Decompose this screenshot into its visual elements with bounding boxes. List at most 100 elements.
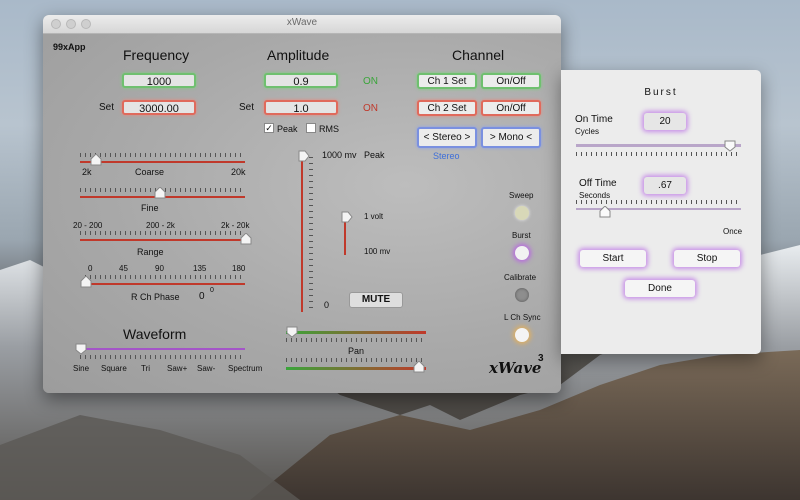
sweep-label: Sweep [509, 191, 534, 200]
title-bar[interactable]: xWave [43, 15, 561, 34]
range-ticks [80, 231, 245, 235]
on-time-slider-thumb[interactable] [724, 140, 736, 152]
range-slider-thumb[interactable] [240, 233, 252, 245]
waveform-heading: Waveform [123, 326, 187, 342]
on-time-field[interactable]: 20 [644, 113, 686, 130]
waveform-option-sawminus: Saw- [197, 364, 216, 373]
calibrate-indicator[interactable] [515, 288, 529, 302]
once-label: Once [723, 227, 743, 236]
range-label: Range [137, 247, 164, 257]
off-time-slider-thumb[interactable] [599, 206, 611, 218]
waveform-option-sawplus: Saw+ [167, 364, 188, 373]
off-time-label: Off Time [579, 178, 617, 189]
amplitude-ticks [309, 157, 313, 309]
xwave-logo: xWave [489, 359, 542, 377]
mountain-landscape [0, 245, 800, 500]
amplitude-value: 0.9 [264, 73, 338, 88]
phase-value: 0 [199, 291, 205, 302]
mono-button[interactable]: > Mono < [481, 127, 541, 148]
fine-label: Fine [141, 203, 159, 213]
frequency-set-field[interactable]: 3000.00 [122, 100, 196, 115]
pan-ticks-top [286, 338, 426, 342]
channel-heading: Channel [452, 47, 505, 63]
amplitude-fine-slider[interactable] [344, 217, 346, 255]
phase-label: R Ch Phase [131, 292, 180, 302]
on-time-ticks [576, 152, 741, 156]
ch1-onoff-button[interactable]: On/Off [481, 73, 541, 89]
coarse-min-label: 2k [82, 167, 92, 177]
amplitude-top-mode: Peak [364, 150, 385, 160]
pan-slider-bottom-thumb[interactable] [413, 361, 425, 373]
burst-window: Burst On Time Cycles 20 Off Time Seconds… [561, 70, 761, 354]
minimize-window-button[interactable] [66, 19, 76, 29]
channel-mode-label: Stereo [433, 151, 460, 161]
ch2-set-button[interactable]: Ch 2 Set [417, 100, 477, 116]
range-option-2: 200 - 2k [146, 221, 175, 230]
coarse-slider[interactable] [80, 161, 245, 163]
phase-slider-thumb[interactable] [80, 276, 92, 288]
mute-button[interactable]: MUTE [349, 292, 403, 308]
rms-checkbox[interactable] [306, 123, 316, 133]
done-button[interactable]: Done [625, 280, 695, 297]
lch-sync-indicator[interactable] [515, 328, 529, 342]
rms-label: RMS [319, 124, 339, 134]
coarse-ticks [80, 153, 245, 157]
burst-label: Burst [512, 231, 531, 240]
window-title: xWave [286, 17, 318, 28]
on-time-label: On Time [575, 114, 613, 125]
phase-tick-180: 180 [232, 264, 246, 273]
amplitude-status-on-green: ON [363, 76, 378, 87]
fine-slider-thumb[interactable] [154, 187, 166, 199]
frequency-heading: Frequency [123, 47, 190, 63]
amplitude-set-field[interactable]: 1.0 [264, 100, 338, 115]
sweep-indicator[interactable] [515, 206, 529, 220]
coarse-max-label: 20k [231, 167, 246, 177]
phase-unit: 0 [210, 287, 214, 294]
waveform-option-tri: Tri [141, 364, 151, 373]
phase-tick-45: 45 [119, 264, 128, 273]
coarse-label: Coarse [135, 167, 165, 177]
waveform-ticks [80, 355, 245, 359]
phase-ticks [85, 275, 245, 279]
range-option-3: 2k - 20k [221, 221, 250, 230]
amplitude-slider-thumb[interactable] [298, 150, 310, 162]
pan-slider-top[interactable] [286, 331, 426, 334]
ch2-onoff-button[interactable]: On/Off [481, 100, 541, 116]
pan-slider-bottom[interactable] [286, 367, 426, 370]
range-slider[interactable] [80, 239, 245, 241]
on-time-slider[interactable] [576, 144, 741, 147]
amplitude-fine-slider-thumb[interactable] [341, 211, 353, 223]
stop-button[interactable]: Stop [674, 250, 740, 267]
coarse-slider-thumb[interactable] [90, 154, 102, 166]
amplitude-heading: Amplitude [267, 47, 330, 63]
stereo-button[interactable]: < Stereo > [417, 127, 477, 148]
frequency-set-label: Set [99, 102, 115, 113]
phase-tick-90: 90 [155, 264, 164, 273]
frequency-value: 1000 [122, 73, 196, 88]
start-button[interactable]: Start [580, 250, 646, 267]
amplitude-status-on-red: ON [363, 103, 378, 114]
amplitude-top-label: 1000 mv [322, 150, 357, 160]
waveform-slider-thumb[interactable] [75, 343, 87, 355]
calibrate-label: Calibrate [504, 273, 537, 282]
main-window: xWave 99xApp Frequency 1000 Set 3000.00 … [43, 15, 561, 393]
off-time-field[interactable]: .67 [644, 177, 686, 194]
pan-label: Pan [348, 346, 365, 356]
waveform-option-square: Square [101, 364, 127, 373]
peak-checkbox[interactable]: ✓ [264, 123, 274, 133]
amplitude-set-label: Set [239, 102, 255, 113]
off-time-slider[interactable] [576, 208, 741, 210]
xwave-logo-superscript: 3 [538, 353, 544, 364]
close-window-button[interactable] [51, 19, 61, 29]
amplitude-slider[interactable] [301, 155, 303, 312]
phase-slider[interactable] [85, 283, 245, 285]
zoom-window-button[interactable] [81, 19, 91, 29]
ch1-set-button[interactable]: Ch 1 Set [417, 73, 477, 89]
waveform-slider[interactable] [80, 348, 245, 350]
peak-label: Peak [277, 124, 298, 134]
burst-title: Burst [644, 87, 678, 98]
amplitude-fine-top-label: 1 volt [364, 212, 384, 221]
burst-indicator[interactable] [515, 246, 529, 260]
amplitude-fine-bottom-label: 100 mv [364, 247, 391, 256]
pan-slider-top-thumb[interactable] [286, 326, 298, 338]
